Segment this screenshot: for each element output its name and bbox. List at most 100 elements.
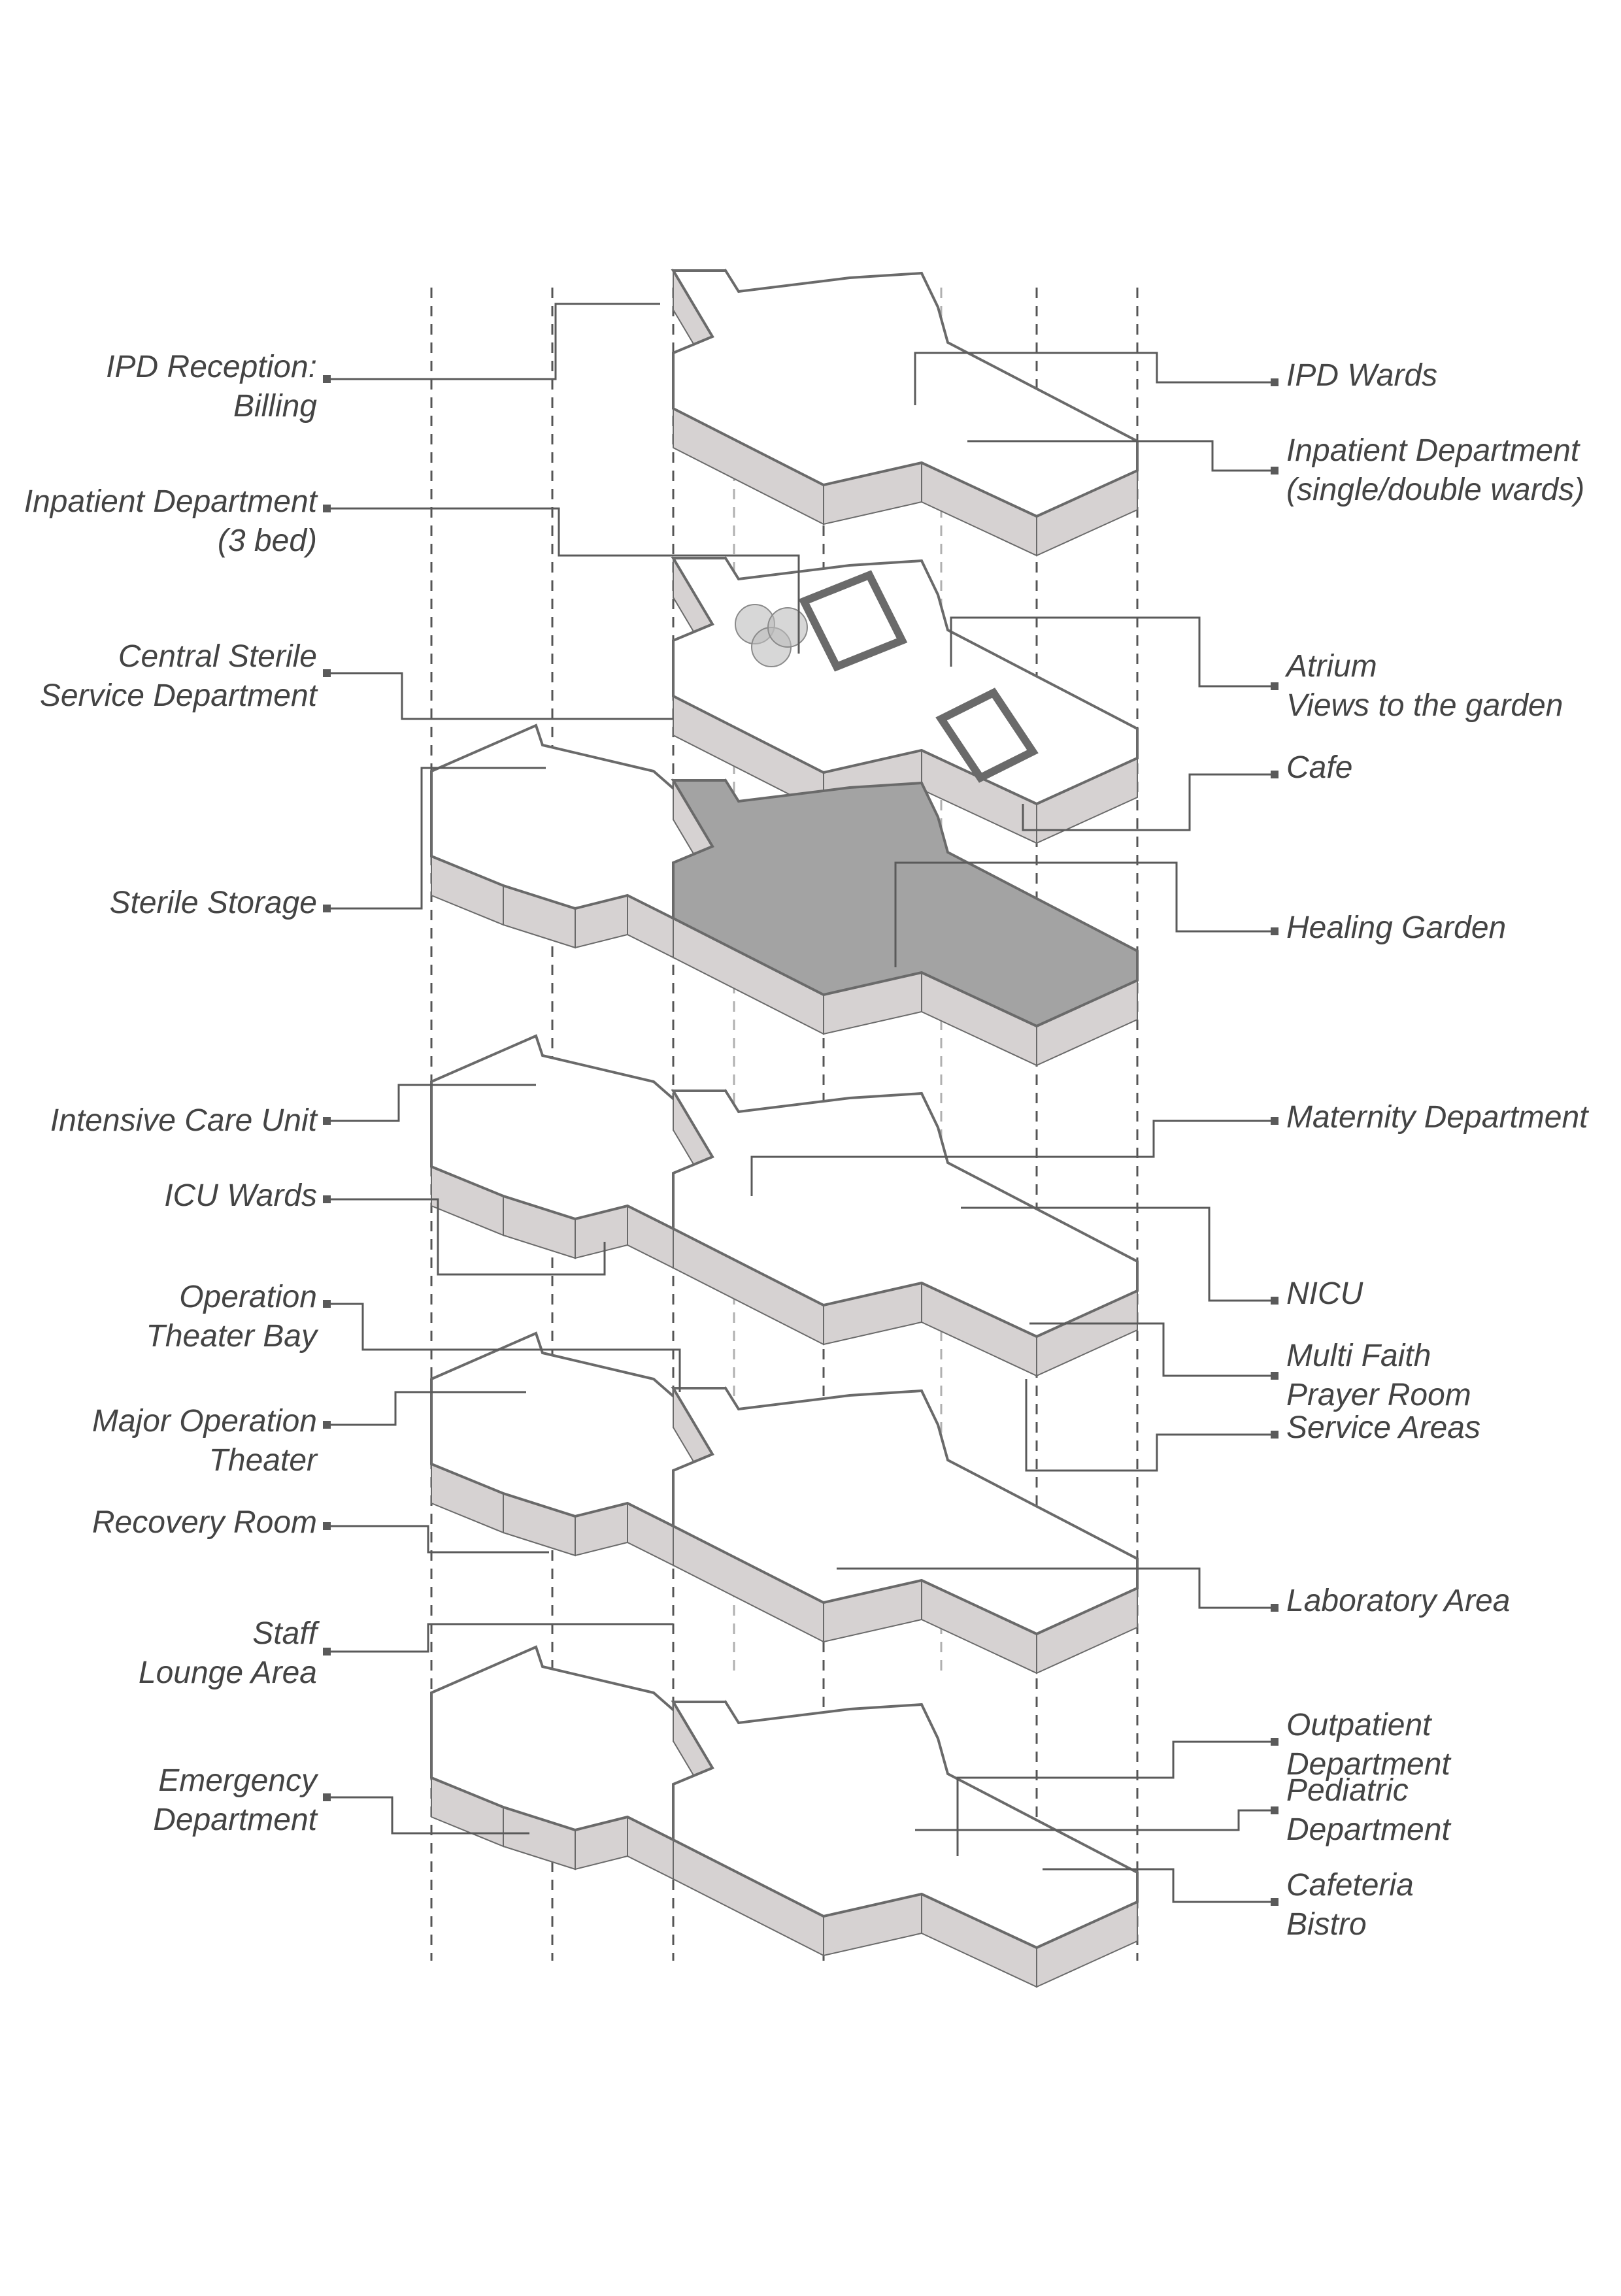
leader-line — [327, 1198, 606, 1276]
partition-wall — [1071, 1123, 1137, 1159]
partition-wall — [1083, 1391, 1105, 1404]
label-icu-wards: ICU Wards — [164, 1176, 317, 1216]
label-line: Cafeteria — [1286, 1868, 1414, 1903]
label-line: Prayer Room — [1286, 1378, 1471, 1412]
label-line: Intensive Care Unit — [50, 1103, 317, 1138]
label-line: Healing Garden — [1286, 910, 1507, 945]
leader-line — [914, 352, 1275, 405]
partition-wall — [715, 1353, 739, 1371]
partition-wall — [1112, 1477, 1137, 1512]
partition-wall — [688, 1065, 707, 1077]
partition-wall — [588, 1036, 626, 1057]
tree-canopy — [767, 607, 808, 648]
leader-marker — [1271, 1898, 1278, 1906]
tall-partition — [944, 575, 961, 623]
cafe-void — [935, 688, 1039, 783]
east-wing — [671, 268, 1139, 557]
leader-marker — [323, 375, 331, 383]
label-line: NICU — [1286, 1276, 1363, 1311]
leader-marker — [1271, 1738, 1278, 1746]
label-line: IPD Reception: — [106, 350, 317, 384]
leader-line — [1022, 773, 1275, 831]
tall-partition — [646, 1036, 662, 1084]
label-line: (single/double wards) — [1286, 473, 1585, 507]
partition-wall — [1048, 616, 1079, 635]
leader-line — [1029, 1322, 1275, 1377]
label-line: Outpatient — [1286, 1708, 1431, 1742]
label-line: Department — [153, 1803, 317, 1837]
label-maternity: Maternity Department — [1286, 1098, 1588, 1137]
label-healing-garden: Healing Garden — [1286, 908, 1506, 948]
leader-line — [967, 440, 1275, 472]
partition-wall — [1094, 1161, 1135, 1185]
partition-wall — [1112, 1105, 1137, 1126]
partition-wall — [1027, 1154, 1081, 1183]
leader-line — [327, 672, 673, 720]
leader-marker — [323, 1195, 331, 1203]
partition-wall — [1024, 643, 1075, 671]
label-line: Inpatient Department — [24, 484, 317, 519]
label-recovery: Recovery Room — [92, 1503, 317, 1542]
leader-line — [327, 1391, 526, 1426]
leader-marker — [1271, 467, 1278, 474]
partition-wall — [1019, 632, 1060, 655]
atrium-void — [798, 570, 908, 672]
partition-wall — [1000, 277, 1061, 310]
garden-roof — [671, 778, 1139, 1067]
leader-marker — [323, 1117, 331, 1125]
leader-line — [327, 1084, 536, 1122]
leader-marker — [323, 1648, 331, 1655]
leader-line — [327, 303, 660, 380]
partition-wall — [988, 1166, 1009, 1178]
leader-line — [894, 861, 1275, 967]
partition-wall — [1073, 1789, 1114, 1812]
partition-wall — [691, 1675, 718, 1691]
tall-partition — [1019, 624, 1035, 672]
partition-wall — [736, 1308, 755, 1320]
tall-partition — [1046, 1432, 1062, 1480]
label-icu: Intensive Care Unit — [50, 1101, 317, 1140]
partition-wall — [979, 579, 1026, 605]
partition-wall — [683, 1651, 721, 1672]
partition-wall — [650, 1647, 713, 1669]
partition-wall — [1037, 318, 1090, 347]
partition-wall — [1009, 322, 1053, 346]
partition-wall — [973, 321, 1040, 357]
partition-wall — [990, 1450, 1043, 1479]
partition-wall — [1011, 1091, 1060, 1114]
tall-partition — [610, 1647, 626, 1688]
label-laboratory: Laboratory Area — [1286, 1582, 1510, 1621]
label-line: Department — [1286, 1812, 1450, 1847]
label-service: Service Areas — [1286, 1408, 1480, 1448]
partition-wall — [594, 735, 621, 751]
tall-partition — [558, 1647, 574, 1676]
leader-marker — [1271, 682, 1278, 690]
east-wing — [671, 1088, 1139, 1377]
leader-line — [327, 1623, 673, 1653]
label-sterile-storage: Sterile Storage — [109, 884, 317, 923]
partition-wall — [1112, 1094, 1137, 1120]
leader-marker — [1271, 1604, 1278, 1612]
leader-marker — [323, 1300, 331, 1308]
partition-wall — [956, 1405, 1019, 1439]
label-line: Atrium — [1286, 649, 1377, 684]
east-wing — [671, 1699, 1139, 1988]
label-line: Sterile Storage — [109, 886, 317, 920]
partition-wall — [1120, 1131, 1137, 1152]
leader-marker — [1271, 378, 1278, 386]
partition-wall — [1069, 276, 1116, 301]
leader-marker — [323, 1421, 331, 1429]
partition-wall — [1033, 1120, 1090, 1151]
label-line: IPD Wards — [1286, 358, 1438, 393]
label-cafe: Cafe — [1286, 748, 1352, 788]
label-line: Service Department — [39, 678, 317, 713]
label-ipd-reception: IPD Reception:Billing — [106, 348, 317, 426]
